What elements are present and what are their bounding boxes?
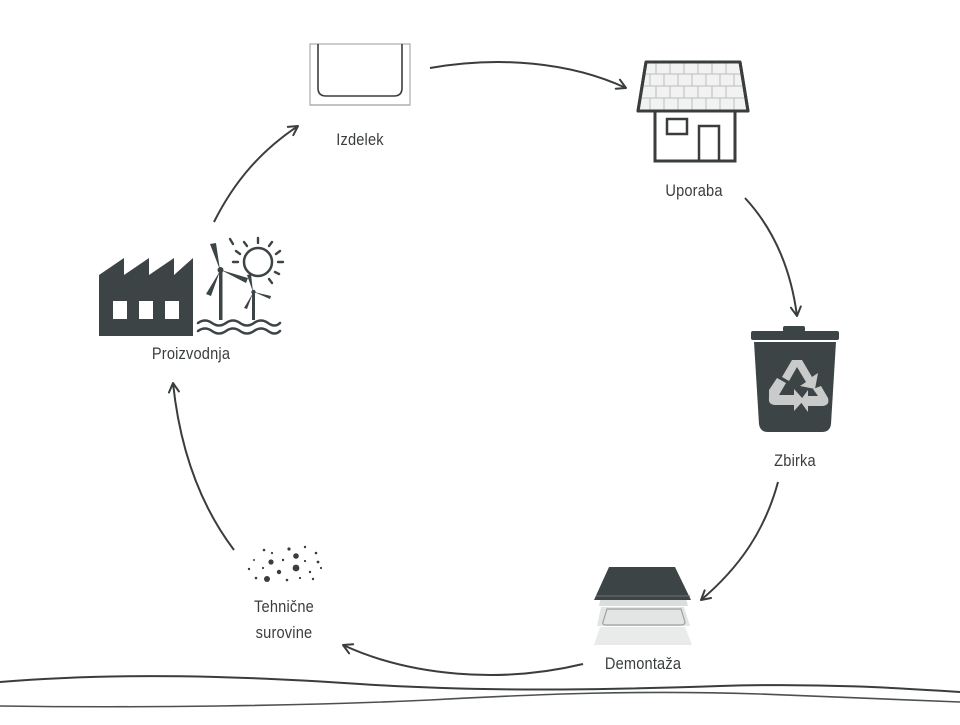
arrow-collection-to-dismantling — [700, 481, 779, 601]
house-icon — [636, 60, 750, 163]
wind-turbine-icon — [206, 243, 248, 320]
node-label-raw-materials-line1: Tehnične — [254, 597, 314, 616]
recycle-bin-icon — [751, 326, 839, 432]
node-label-production: Proizvodnja — [151, 344, 231, 363]
wind-turbine-small-icon — [244, 274, 271, 320]
layers-icon — [594, 567, 692, 645]
factory-icon — [99, 258, 193, 336]
arrow-use-to-collection — [744, 197, 802, 317]
node-label-collection: Zbirka — [774, 451, 816, 470]
node-label-product: Izdelek — [336, 130, 384, 149]
ground-wave-line — [0, 675, 960, 693]
sun-icon — [228, 236, 285, 285]
water-waves-icon — [196, 319, 282, 335]
node-label-dismantling: Demontaža — [604, 654, 682, 673]
ground-wave-line-2 — [0, 691, 960, 708]
particles-icon — [247, 545, 323, 582]
tray-icon — [309, 43, 411, 106]
node-label-use: Uporaba — [665, 181, 723, 200]
node-label-raw-materials-line2: surovine — [255, 623, 313, 642]
arrow-product-to-use — [429, 61, 627, 90]
arrow-raw-materials-to-production — [167, 382, 235, 551]
factory-wind-solar-icon — [99, 236, 285, 336]
arrow-dismantling-to-raw-materials — [342, 643, 584, 676]
arrow-production-to-product — [213, 125, 299, 223]
